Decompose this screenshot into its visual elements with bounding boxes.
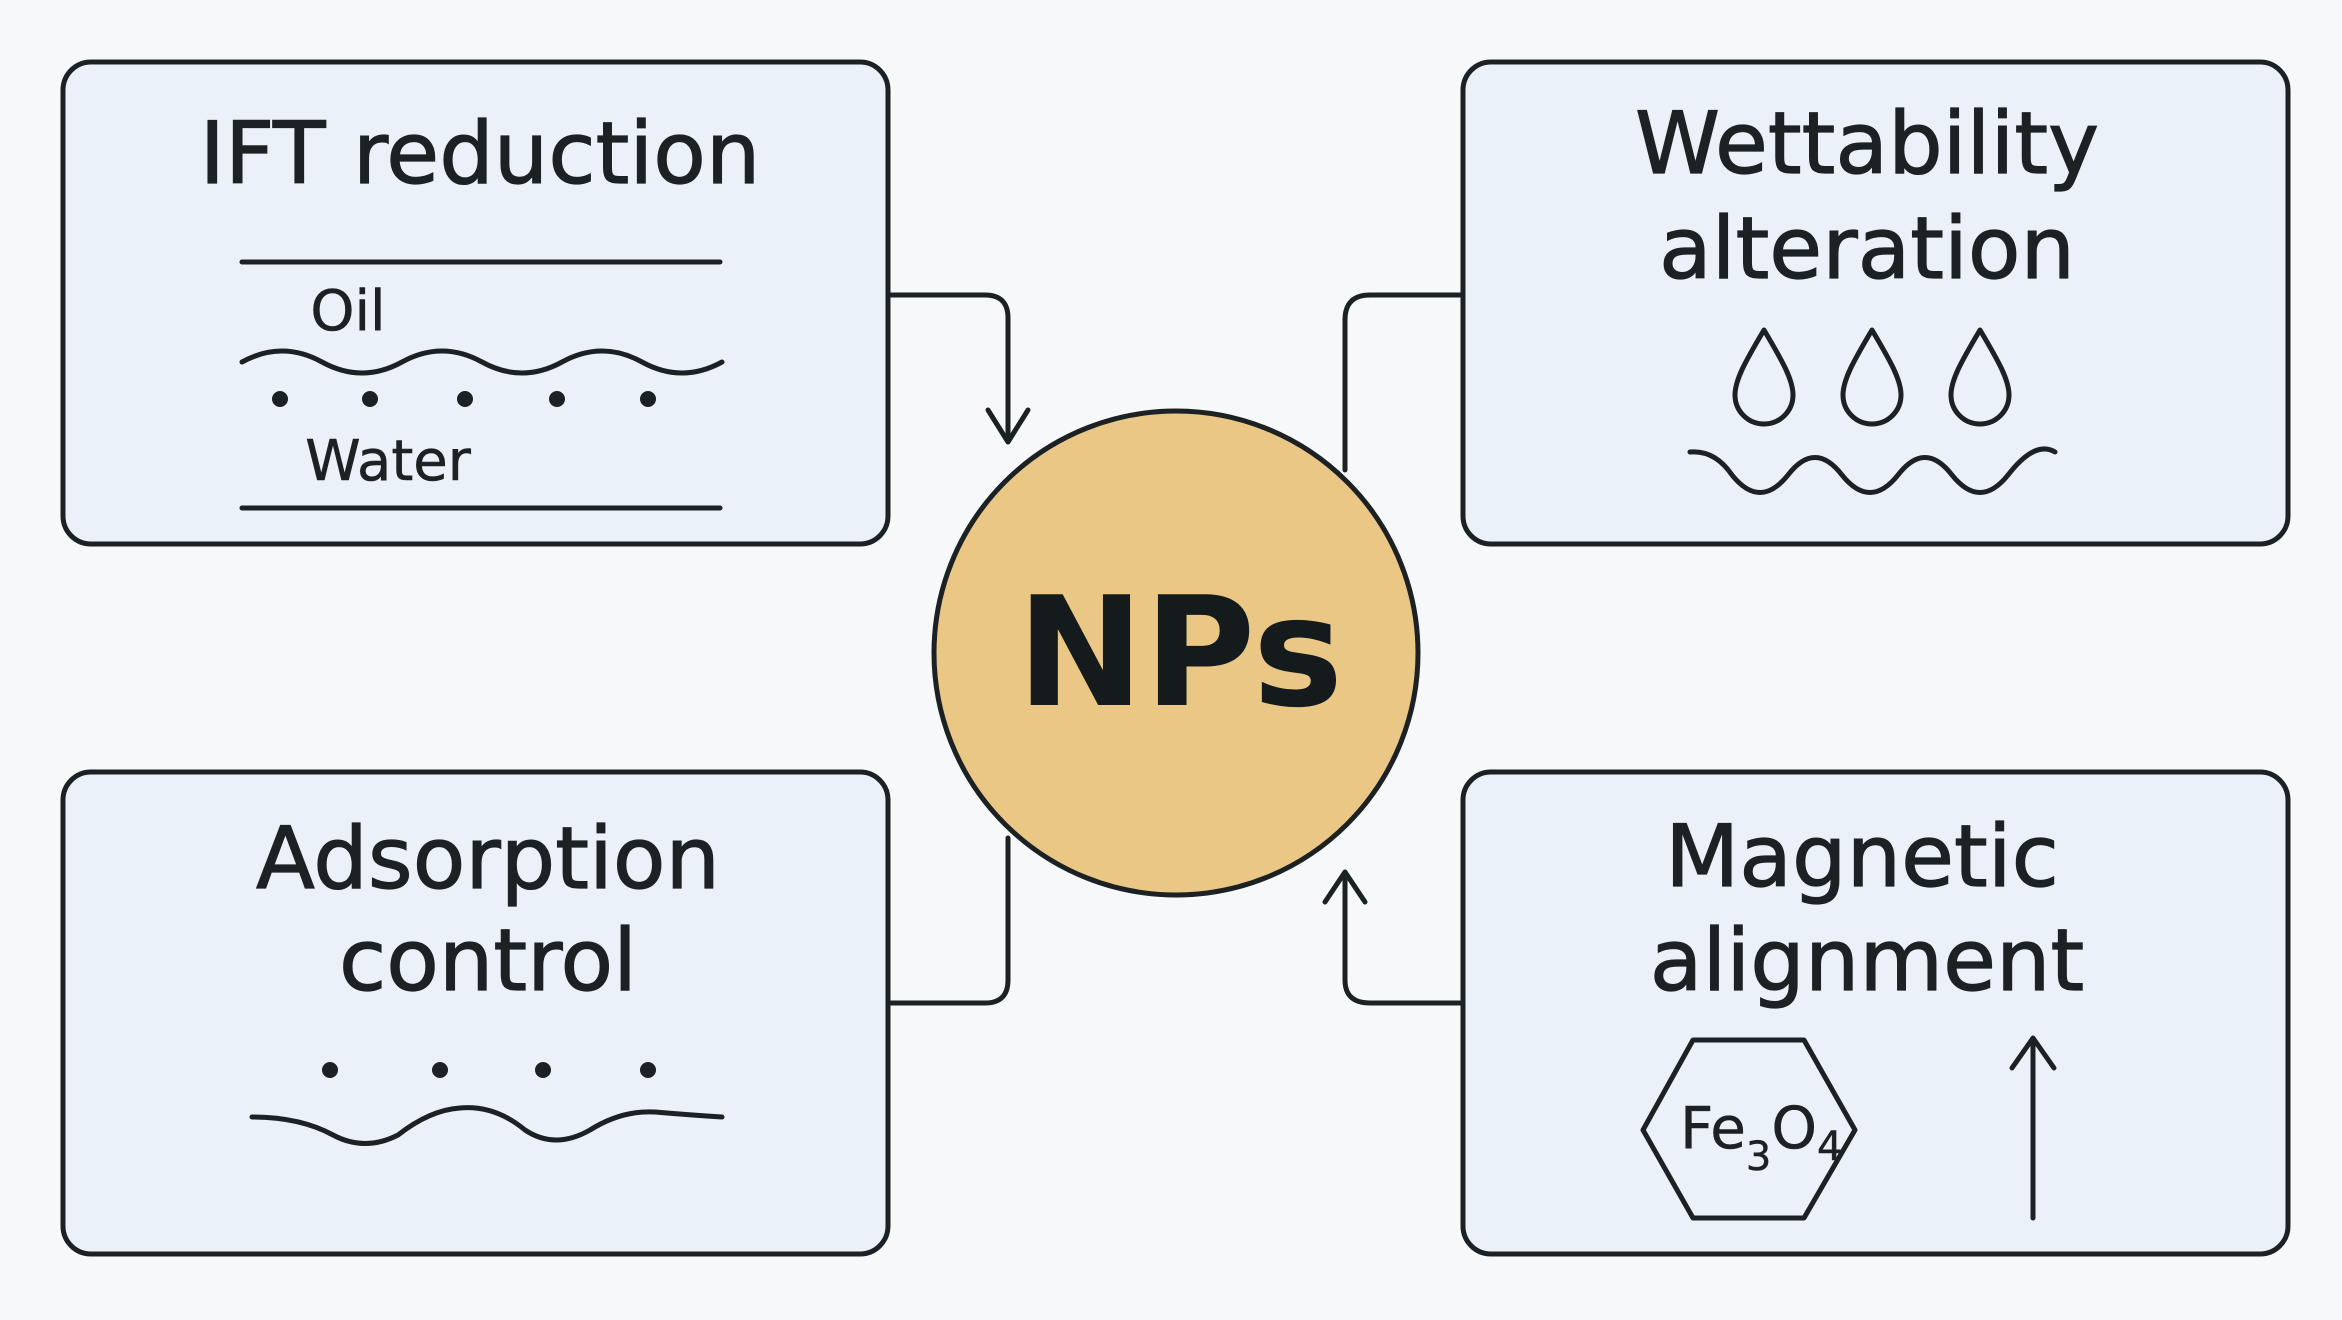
center-node: NPs (931, 408, 1421, 898)
droplet-icon (1840, 327, 1904, 427)
box-magnetic-alignment: Magnetic alignment Fe3O4 (1460, 769, 2291, 1257)
magnetic-title-line2: alignment (1650, 911, 2085, 1011)
box-adsorption-frame (60, 769, 891, 1257)
connectors (887, 292, 1465, 1006)
magnetic-field-arrow-icon (2009, 1035, 2057, 1071)
adsorption-title-line1: Adsorption (256, 809, 720, 909)
magnetic-title-line1: Magnetic (1665, 807, 2059, 907)
box-wettability-frame (1460, 59, 2291, 547)
ift-arrowhead (985, 407, 1031, 445)
box-adsorption-control: Adsorption control (60, 769, 891, 1257)
wettability-title-line2: alteration (1659, 199, 2075, 299)
magnetic-to-center-arrow (1342, 872, 1465, 1006)
wettability-wave-icon (1687, 446, 2058, 495)
adsorption-title-line2: control (339, 911, 637, 1011)
ift-particles (272, 391, 656, 407)
droplet-icon (1732, 327, 1796, 427)
droplet-icons (1732, 327, 2012, 427)
adsorption-connector (887, 835, 1011, 1006)
ift-title: IFT reduction (200, 104, 761, 204)
box-ift-reduction: IFT reduction Oil Water (60, 59, 891, 547)
hexagon-icon (1640, 1037, 1858, 1221)
ift-to-center-arrow (887, 292, 1011, 441)
nps-label: NPs (1017, 564, 1343, 741)
ift-interface-wave-icon (239, 348, 725, 376)
wettability-connector (1342, 292, 1465, 473)
droplet-icon (1948, 327, 2012, 427)
water-label: Water (305, 429, 472, 494)
adsorption-wave-icon (249, 1105, 725, 1146)
adsorption-particles (322, 1062, 656, 1078)
box-wettability-alteration: Wettability alteration (1460, 59, 2291, 547)
box-ift-frame (60, 59, 891, 547)
wettability-title-line1: Wettability (1635, 94, 2099, 194)
box-magnetic-frame (1460, 769, 2291, 1257)
nps-circle (931, 408, 1421, 898)
oil-label: Oil (310, 279, 385, 344)
magnetic-arrowhead (1322, 869, 1368, 905)
fe3o4-formula: Fe3O4 (1680, 1094, 1842, 1180)
